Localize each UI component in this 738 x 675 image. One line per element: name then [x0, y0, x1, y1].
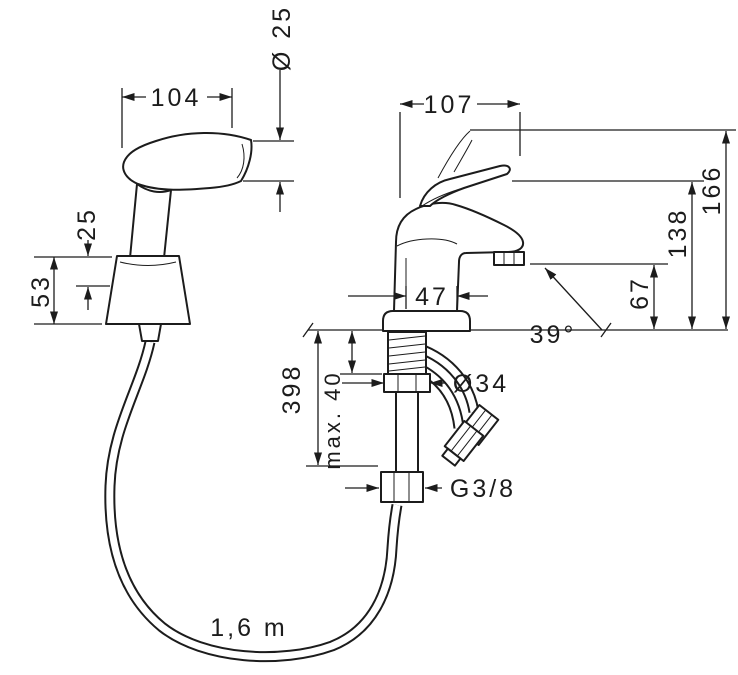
supply-hose-1-inner: [416, 344, 478, 413]
spray-head: [122, 132, 253, 191]
dimension-107: [399, 100, 521, 198]
aerator: [493, 251, 525, 266]
lever-detail-line: [421, 188, 461, 207]
body-detail-line: [396, 238, 458, 247]
dim-label-25: 25: [73, 207, 101, 241]
dim-label-138: 138: [664, 208, 692, 259]
connection-tube: [395, 391, 419, 473]
dim-label-g38: G3/8: [450, 475, 516, 503]
lever-raised-line-2: [453, 139, 473, 173]
hose-nut: [138, 323, 162, 342]
dimension-398-max40: [306, 331, 382, 467]
hose-connection-nut: [380, 471, 424, 503]
faucet-body: [382, 130, 525, 332]
dim-label-47: 47: [415, 283, 449, 311]
deck-break-left: [302, 322, 314, 338]
dimension-heights: [470, 129, 736, 329]
dimension-47: [348, 281, 488, 309]
dim-label-398: 398: [278, 364, 306, 415]
mounting-deck: [302, 322, 728, 338]
dim-label-166: 166: [698, 165, 726, 216]
dim-label-53: 53: [27, 274, 55, 308]
hose-inner: [106, 341, 401, 661]
spray-face-ring: [236, 143, 245, 179]
wall-holder: [105, 255, 191, 342]
dim-label-max40: max. 40: [320, 370, 345, 469]
hose-outer: [104, 340, 403, 663]
faucet-base: [382, 310, 471, 332]
holder-body: [105, 255, 191, 325]
dim-label-dia34: Ø34: [453, 370, 509, 398]
dim-label-107: 107: [424, 91, 475, 119]
dimension-dia25: [243, 70, 294, 212]
dimension-angle-39: [544, 267, 603, 331]
dim-label-39deg: 39°: [530, 321, 577, 349]
lever-raised-line-1: [437, 130, 471, 179]
dimension-25-53: [34, 240, 112, 325]
hand-shower: [122, 132, 253, 259]
dim-label-67: 67: [626, 276, 654, 310]
dim-label-hose-length: 1,6 m: [210, 614, 288, 642]
faucet-lever: [419, 164, 511, 207]
dim-label-dia25: Ø 25: [268, 5, 296, 71]
mounting-shaft: [380, 331, 431, 503]
deck-break-right: [600, 322, 612, 338]
dimension-104: [121, 88, 233, 148]
shower-hose: [104, 340, 403, 663]
supply-connector-2: [441, 420, 485, 467]
spray-handle: [129, 183, 172, 259]
mounting-nut: [383, 373, 431, 393]
holder-opening: [119, 261, 177, 266]
dim-label-104: 104: [151, 84, 202, 112]
label-backing: [414, 281, 450, 309]
